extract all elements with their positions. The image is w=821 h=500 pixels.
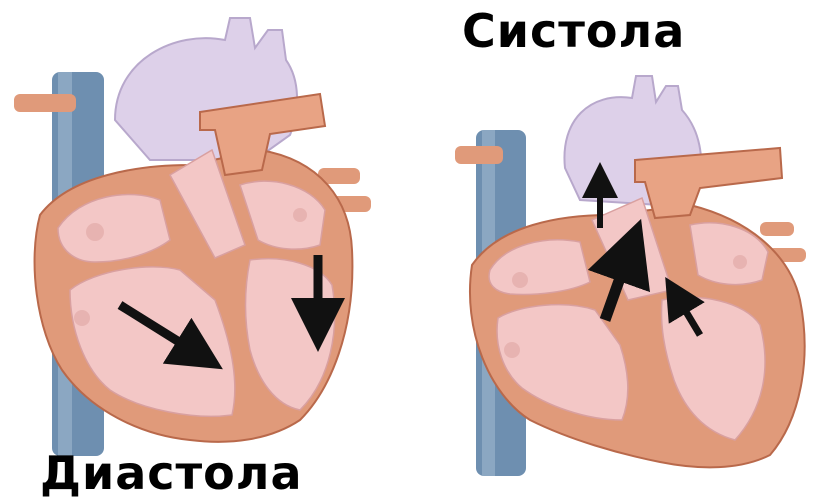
diastole-left-vessel <box>14 94 76 112</box>
systole-label: Систола <box>462 4 685 58</box>
systole-pulmonary-artery <box>635 148 782 218</box>
systole-left-vessel <box>455 146 503 164</box>
systole-left-atrium <box>690 223 768 285</box>
diastole-heart <box>14 18 371 456</box>
systole-heart <box>455 76 806 476</box>
diastole-label: Диастола <box>40 446 303 500</box>
systole-pulmonary-vein-1 <box>760 222 794 236</box>
